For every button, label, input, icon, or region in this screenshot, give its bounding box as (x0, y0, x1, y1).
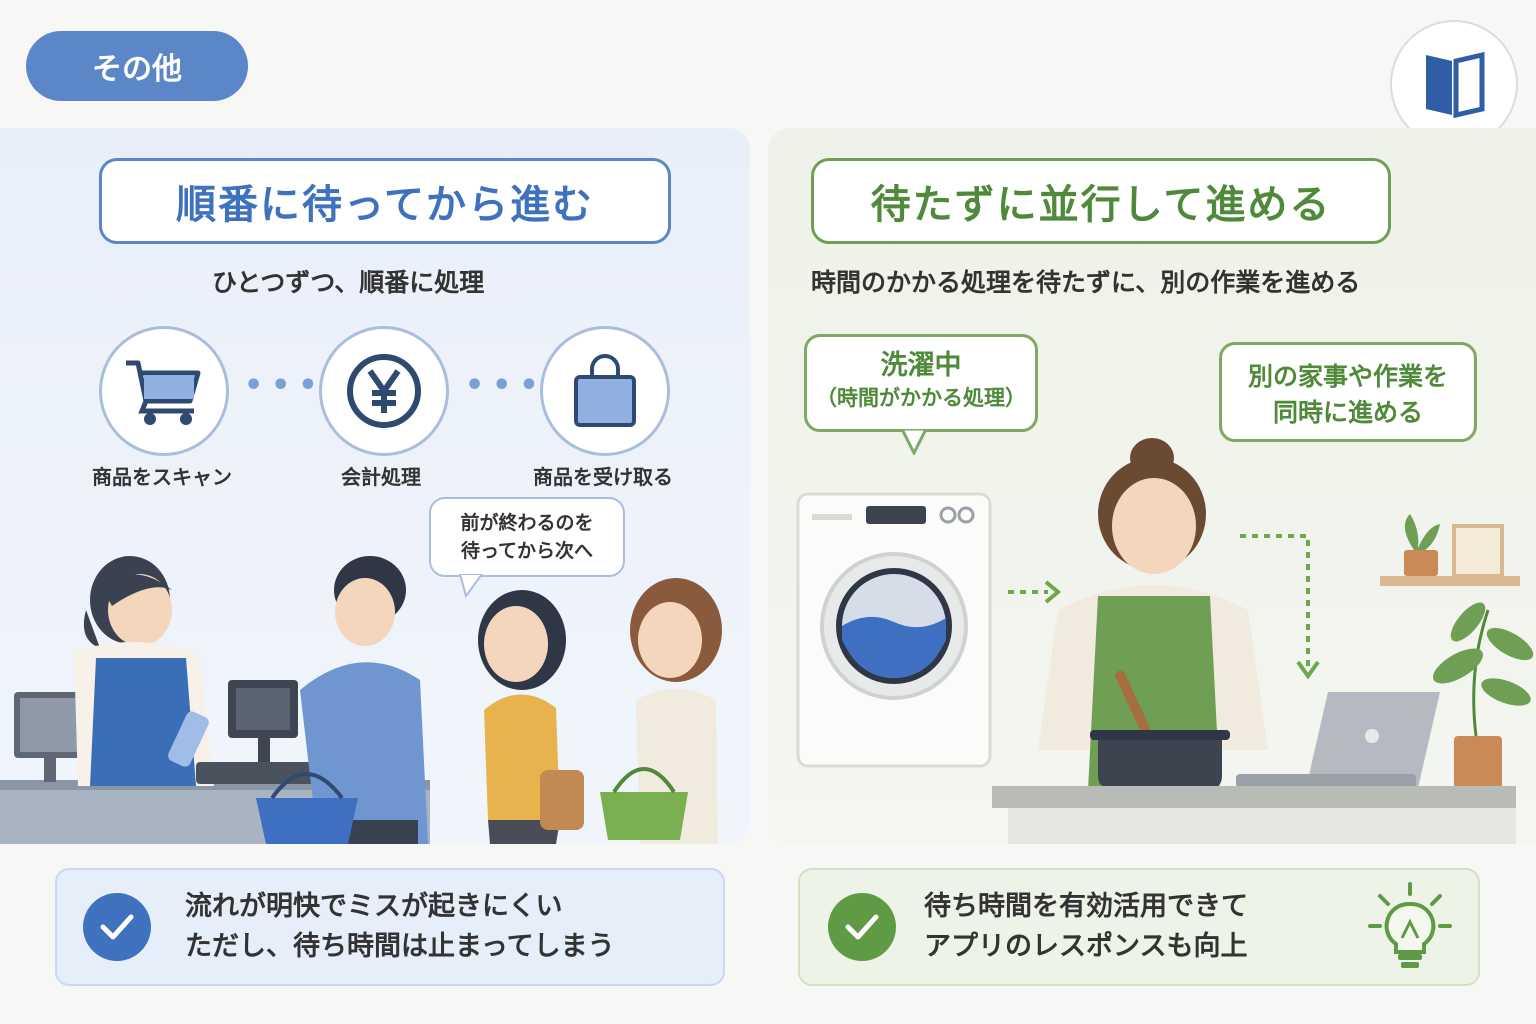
sequential-title: 順番に待ってから進む (99, 158, 671, 244)
checkout-illustration (0, 556, 722, 844)
queue-bubble-line2: 待ってから次へ (460, 540, 594, 562)
sequential-summary-line2: ただし、待ち時間は止まってしまう (185, 931, 615, 962)
check-icon (828, 893, 896, 961)
parallel-subtitle: 時間のかかる処理を待たずに、別の作業を進める (811, 268, 1361, 297)
step-payment (319, 326, 449, 456)
sequential-subtitle: ひとつずつ、順番に処理 (212, 268, 485, 297)
step-receive (540, 326, 670, 456)
step-connector: ••• (465, 368, 547, 403)
washing-bubble: 洗濯中 （時間がかかる処理） (804, 334, 1038, 432)
tasks-bubble-line1: 別の家事や作業を (1247, 362, 1448, 391)
step-label-payment: 会計処理 (341, 465, 421, 489)
check-icon (83, 893, 151, 961)
lightbulb-icon (1368, 882, 1452, 968)
bag-icon (574, 354, 636, 427)
parallel-summary-line2: アプリのレスポンスも向上 (924, 931, 1248, 962)
tasks-bubble-line2: 同時に進める (1272, 398, 1423, 427)
book-button[interactable] (1390, 20, 1518, 148)
home-illustration (796, 438, 1534, 844)
step-scan (99, 326, 229, 456)
step-label-scan: 商品をスキャン (92, 465, 232, 489)
sequential-summary-card: 流れが明快でミスが起きにくい ただし、待ち時間は止まってしまう (55, 868, 725, 986)
bubble-tail (900, 429, 928, 455)
parallel-summary-card: 待ち時間を有効活用できて アプリのレスポンスも向上 (798, 868, 1480, 986)
washing-bubble-line2: （時間がかかる処理） (816, 386, 1026, 410)
queue-bubble: 前が終わるのを 待ってから次へ (429, 497, 625, 577)
parallel-title: 待たずに並行して進める (811, 158, 1391, 244)
queue-bubble-line1: 前が終わるのを (460, 512, 594, 534)
step-connector: ••• (244, 368, 326, 403)
yen-icon (347, 354, 421, 428)
parallel-summary-line1: 待ち時間を有効活用できて (924, 891, 1248, 922)
book-icon (1426, 51, 1485, 119)
cart-icon (126, 360, 201, 425)
bubble-tail (458, 574, 484, 598)
tasks-bubble: 別の家事や作業を 同時に進める (1219, 342, 1477, 442)
sequential-summary-line1: 流れが明快でミスが起きにくい (185, 891, 563, 922)
washing-bubble-line1: 洗濯中 (880, 350, 962, 381)
step-label-receive: 商品を受け取る (533, 465, 673, 489)
category-tag: その他 (26, 31, 248, 101)
